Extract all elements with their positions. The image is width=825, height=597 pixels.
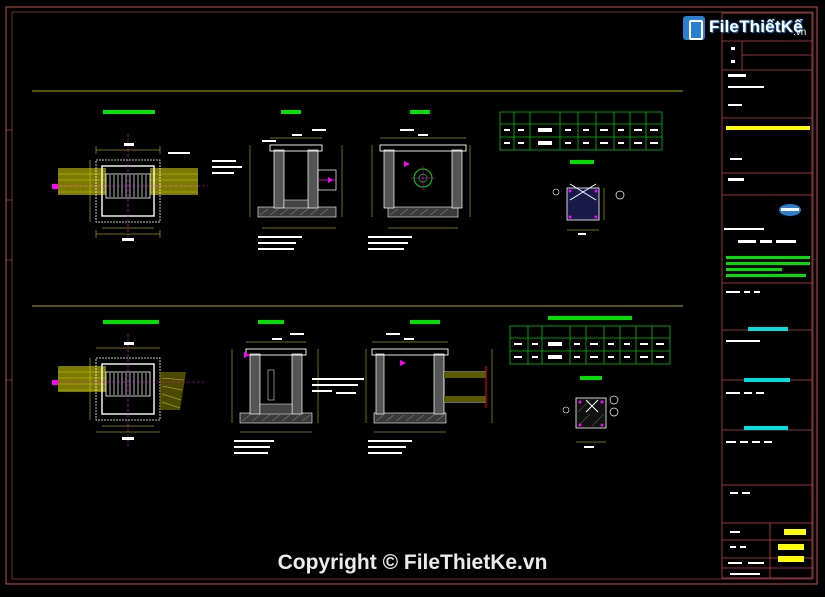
title-block-green-bars	[726, 256, 810, 277]
title-block-company-logo	[779, 204, 801, 216]
site-logo[interactable]: FileThiếtKế .vn	[683, 14, 806, 44]
border-ticks	[6, 129, 12, 381]
logo-brand-text: FileThiếtKế	[709, 17, 803, 36]
plan-view-2	[52, 334, 204, 446]
drawing-frame-inner	[11, 11, 814, 580]
rebar-table-2	[509, 325, 671, 365]
section-view-2a	[231, 333, 342, 454]
rebar-table-2-cells	[514, 342, 664, 359]
section-view-1b	[368, 129, 471, 250]
title-block-marks	[724, 47, 796, 575]
plan-view-1	[52, 134, 208, 241]
section-view-2b	[336, 333, 493, 454]
title-block-yellow-text	[726, 126, 810, 130]
logo-suffix-text: .vn	[793, 27, 807, 38]
rebar-table-1	[499, 111, 663, 151]
logo-icon	[683, 16, 705, 40]
copyright-watermark: Copyright © FileThietKe.vn	[277, 551, 548, 574]
detail-view-1	[552, 183, 625, 235]
title-block-cyan-bars	[744, 327, 790, 430]
drawing-frame	[5, 6, 818, 585]
section-headings	[103, 110, 632, 380]
title-block-yellow-boxes	[778, 529, 806, 562]
rebar-table-1-cells	[504, 128, 658, 145]
detail-view-2	[562, 395, 619, 448]
section-view-1a	[212, 129, 343, 250]
